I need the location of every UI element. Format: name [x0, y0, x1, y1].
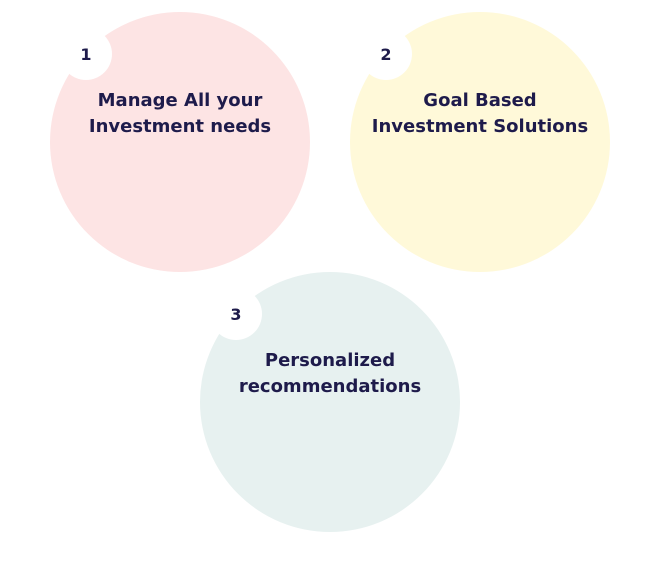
feature-title-2: Goal Based Investment Solutions [371, 90, 589, 137]
step-number-badge-1: 1 [60, 28, 112, 80]
step-number-badge-2: 2 [360, 28, 412, 80]
feature-card-1: 1 Manage All your Investment needs [50, 12, 310, 272]
feature-card-2: 2 Goal Based Investment Solutions [350, 12, 610, 272]
feature-title-3: Personalized recommendations [238, 350, 422, 397]
feature-card-3: 3 Personalized recommendations [200, 272, 460, 532]
step-number-badge-3: 3 [210, 288, 262, 340]
feature-title-1: Manage All your Investment needs [88, 90, 272, 137]
